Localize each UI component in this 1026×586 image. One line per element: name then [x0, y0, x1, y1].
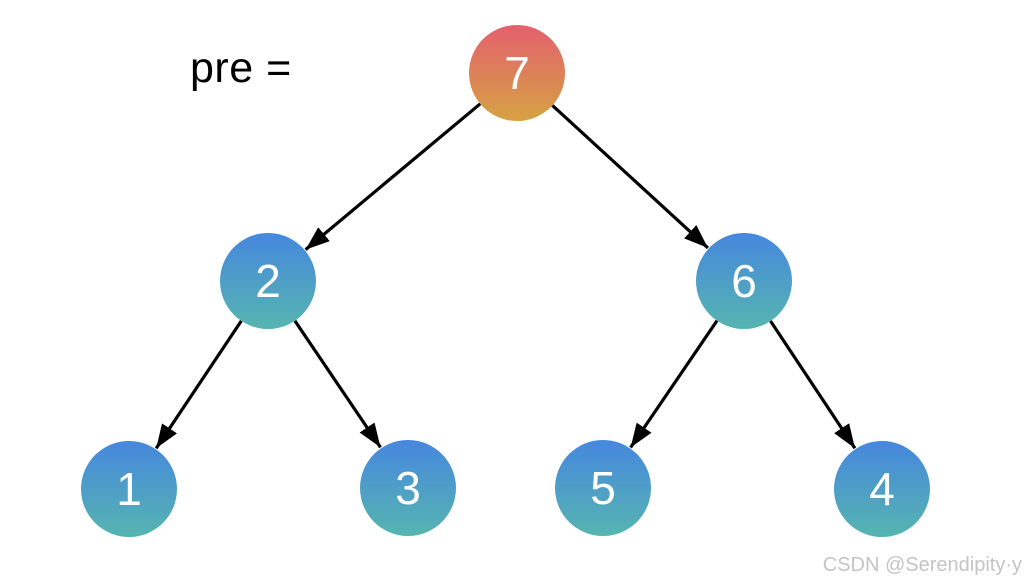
node-label-4: 4 — [869, 463, 895, 515]
tree-node-4: 4 — [834, 441, 930, 537]
pre-label: pre = — [190, 44, 292, 92]
node-label-7: 7 — [504, 47, 530, 99]
tree-node-6: 6 — [696, 233, 792, 329]
edge-6-4 — [769, 320, 857, 450]
node-circle-3 — [360, 440, 456, 536]
edge-6-5 — [629, 319, 719, 449]
node-circle-5 — [555, 440, 651, 536]
tree-node-1: 1 — [81, 441, 177, 537]
edge-7-2 — [304, 102, 482, 251]
tree-node-3: 3 — [360, 440, 456, 536]
node-label-1: 1 — [116, 463, 142, 515]
tree-node-7: 7 — [469, 25, 565, 121]
edge-7-6 — [551, 104, 709, 250]
watermark: CSDN @Serendipity·y — [822, 554, 1022, 576]
tree-node-5: 5 — [555, 440, 651, 536]
edge-2-3 — [293, 319, 382, 449]
node-circle-1 — [81, 441, 177, 537]
node-label-2: 2 — [255, 255, 281, 307]
node-circle-7 — [469, 25, 565, 121]
node-label-6: 6 — [731, 255, 757, 307]
node-label-5: 5 — [590, 462, 616, 514]
node-circle-4 — [834, 441, 930, 537]
node-circle-6 — [696, 233, 792, 329]
tree-node-2: 2 — [220, 233, 316, 329]
node-circle-2 — [220, 233, 316, 329]
node-label-3: 3 — [395, 462, 421, 514]
edge-2-1 — [154, 320, 243, 450]
